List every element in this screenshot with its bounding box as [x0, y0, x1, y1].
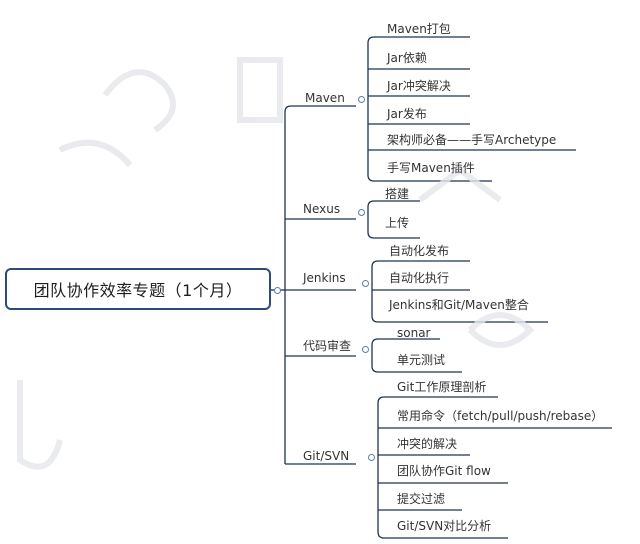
branch-maven-collapse-toggle[interactable]: [358, 96, 365, 103]
leaf-jenkins-auto-deploy[interactable]: 自动化发布: [389, 244, 450, 258]
leaf-review-unit-test[interactable]: 单元测试: [397, 353, 446, 367]
root-collapse-toggle[interactable]: [274, 287, 281, 294]
branch-nexus-collapse-toggle[interactable]: [358, 209, 365, 216]
leaf-maven-archetype[interactable]: 架构师必备——手写Archetype: [387, 133, 557, 147]
branch-git-svn-collapse-toggle[interactable]: [368, 454, 375, 461]
branch-maven[interactable]: Maven: [305, 91, 345, 105]
leaf-git-flow[interactable]: 团队协作Git flow: [397, 464, 491, 478]
leaf-maven-jar-dependency[interactable]: Jar依赖: [387, 51, 427, 65]
leaf-review-sonar[interactable]: sonar: [397, 326, 431, 340]
leaf-jenkins-auto-run[interactable]: 自动化执行: [389, 271, 450, 285]
leaf-git-commit-filter[interactable]: 提交过滤: [397, 492, 446, 506]
leaf-maven-plugin[interactable]: 手写Maven插件: [387, 161, 475, 175]
root-node[interactable]: 团队协作效率专题（1个月）: [5, 268, 271, 310]
leaf-git-principle[interactable]: Git工作原理剖析: [397, 380, 487, 394]
leaf-nexus-setup[interactable]: 搭建: [385, 187, 410, 201]
branch-nexus[interactable]: Nexus: [303, 202, 341, 216]
leaf-git-conflict[interactable]: 冲突的解决: [397, 437, 458, 451]
branch-code-review-collapse-toggle[interactable]: [362, 346, 369, 353]
leaf-git-commands[interactable]: 常用命令（fetch/pull/push/rebase）: [397, 409, 604, 423]
leaf-maven-jar-conflict[interactable]: Jar冲突解决: [387, 79, 451, 93]
branch-jenkins-collapse-toggle[interactable]: [362, 280, 369, 287]
leaf-nexus-upload[interactable]: 上传: [385, 216, 410, 230]
branch-jenkins[interactable]: Jenkins: [303, 271, 346, 285]
leaf-maven-package[interactable]: Maven打包: [387, 22, 451, 36]
branch-code-review[interactable]: 代码审查: [303, 339, 352, 353]
root-label: 团队协作效率专题（1个月）: [33, 281, 243, 300]
leaf-maven-jar-publish[interactable]: Jar发布: [387, 107, 427, 121]
leaf-git-svn-compare[interactable]: Git/SVN对比分析: [397, 519, 492, 533]
leaf-jenkins-git-maven[interactable]: Jenkins和Git/Maven整合: [389, 298, 529, 312]
branch-git-svn[interactable]: Git/SVN: [303, 449, 350, 463]
